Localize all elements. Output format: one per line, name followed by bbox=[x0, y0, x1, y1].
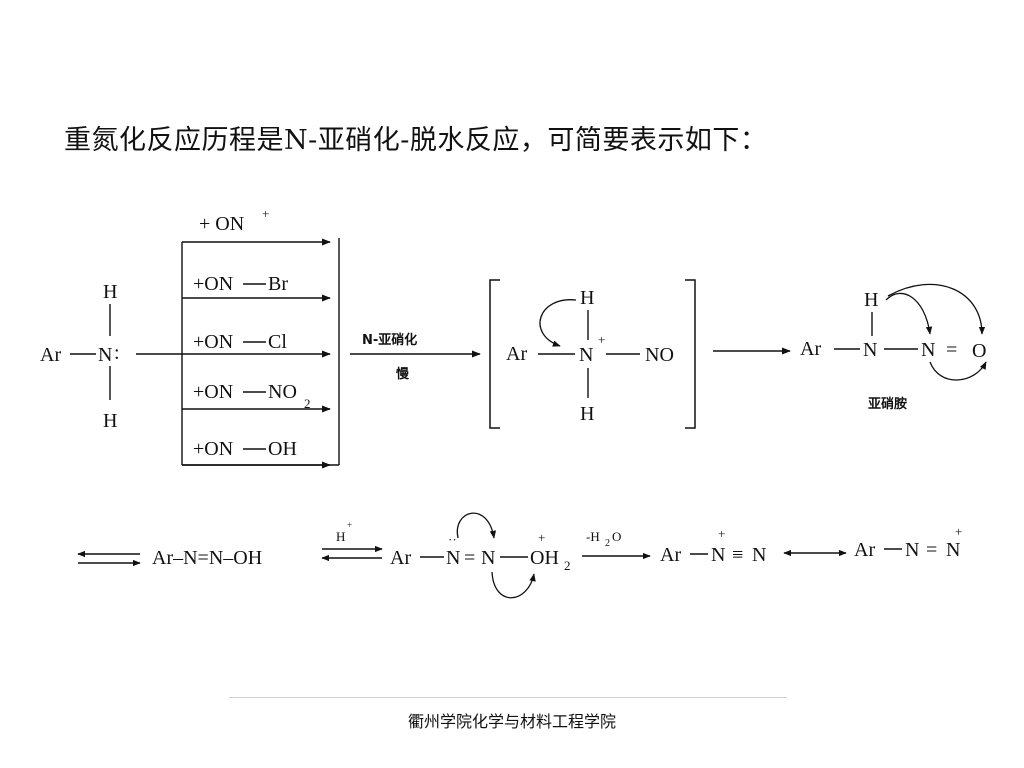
agent-onoh-oh: OH bbox=[268, 438, 297, 460]
diazonium2-charge: + bbox=[955, 524, 962, 539]
agent-onoh-on: +ON bbox=[193, 438, 233, 460]
intermediate-no: NO bbox=[645, 344, 674, 366]
n-nitroso-ammonium-intermediate: Ar N + H H NO bbox=[489, 279, 696, 429]
amine-n: N bbox=[98, 344, 112, 366]
nitrosating-agents-box: + ON + +ON Br +ON Cl +ON NO 2 +ON OH bbox=[181, 206, 340, 469]
diazonium2-n2: N bbox=[946, 539, 960, 561]
protonated-arrow-top bbox=[456, 512, 497, 539]
h-plus-label: H bbox=[336, 529, 345, 544]
agent-oncl-on: +ON bbox=[193, 331, 233, 353]
diazonium-double-bond-form: Ar N = N + bbox=[854, 524, 962, 561]
protonated-sub2: 2 bbox=[564, 558, 571, 573]
nitrosamine-arrow-a bbox=[885, 292, 933, 335]
agent-onno2-no: NO bbox=[268, 381, 297, 403]
diazonium-triple-bond-form: Ar N + ≡ N bbox=[660, 526, 766, 566]
nitrosamine: Ar N H N = O 亚硝胺 bbox=[800, 283, 987, 412]
aromatic-amine: Ar N : H H bbox=[40, 281, 120, 432]
protonated-lone-pair: ·· bbox=[448, 532, 457, 547]
diazonium1-triple-bond: ≡ bbox=[732, 544, 743, 566]
protonated-oh: OH bbox=[530, 547, 559, 569]
protonated-diazohydroxide: Ar N ·· = N OH 2 + bbox=[390, 512, 571, 599]
protonated-n2: N bbox=[481, 547, 495, 569]
protonated-n1: N bbox=[446, 547, 460, 569]
amine-h-bottom: H bbox=[103, 410, 117, 432]
step1-label: N-亚硝化 bbox=[362, 332, 417, 348]
nitrosamine-ar: Ar bbox=[800, 338, 821, 360]
diazonium1-n2: N bbox=[752, 544, 766, 566]
amine-h-top: H bbox=[103, 281, 117, 303]
nitrosamine-o: O bbox=[972, 340, 986, 362]
amine-ar: Ar bbox=[40, 344, 61, 366]
nitrosamine-double-bond: = bbox=[946, 339, 957, 361]
step1-sublabel: 慢 bbox=[396, 366, 410, 382]
right-bracket bbox=[685, 279, 696, 429]
slide-footer: 衢州学院化学与材料工程学院 bbox=[407, 712, 616, 731]
footer-divider bbox=[229, 697, 787, 698]
intermediate-n: N bbox=[579, 344, 593, 366]
intermediate-h-bottom: H bbox=[580, 403, 594, 425]
diazonium1-ar: Ar bbox=[660, 544, 681, 566]
h-plus-charge: + bbox=[347, 520, 352, 530]
nitrosamine-n2: N bbox=[921, 339, 935, 361]
agent-onno2-on: +ON bbox=[193, 381, 233, 403]
intermediate-charge: + bbox=[598, 332, 605, 347]
diazonium1-charge: + bbox=[718, 526, 725, 541]
nitrosamine-h: H bbox=[864, 289, 878, 311]
minus-water-h: -H bbox=[586, 529, 600, 544]
proton-shift-curved-arrow bbox=[539, 299, 577, 347]
protonated-charge: + bbox=[538, 530, 545, 545]
diazonium1-n1: N bbox=[711, 544, 725, 566]
diazohydroxide: Ar–N=N–OH bbox=[152, 547, 262, 569]
nitrosamine-arrow-b bbox=[887, 283, 986, 335]
minus-water-sub: 2 bbox=[605, 538, 610, 549]
reaction-scheme: Ar N : H H + ON + +ON Br +ON Cl +ON NO 2 bbox=[40, 206, 987, 599]
protonated-double-bond: = bbox=[464, 547, 475, 569]
nitrosamine-n1: N bbox=[863, 339, 877, 361]
nitrosamine-arrow-c bbox=[929, 361, 987, 381]
agent-no-plus: + ON bbox=[199, 213, 244, 235]
agent-onbr-br: Br bbox=[268, 273, 288, 295]
left-bracket bbox=[489, 279, 500, 429]
agent-no-plus-charge: + bbox=[262, 206, 269, 221]
slide-title: 重氮化反应历程是N-亚硝化-脱水反应，可简要表示如下： bbox=[64, 125, 768, 156]
protonated-ar: Ar bbox=[390, 547, 411, 569]
intermediate-h-top: H bbox=[580, 287, 594, 309]
nitrosamine-label: 亚硝胺 bbox=[868, 396, 907, 412]
amine-lone-pair: : bbox=[114, 342, 120, 364]
intermediate-ar: Ar bbox=[506, 343, 527, 365]
protonated-arrow-bottom bbox=[491, 571, 536, 599]
agent-oncl-cl: Cl bbox=[268, 331, 287, 353]
agent-onbr-on: +ON bbox=[193, 273, 233, 295]
diazonium2-n1: N bbox=[905, 539, 919, 561]
minus-water-o: O bbox=[612, 529, 621, 544]
diazonium2-ar: Ar bbox=[854, 539, 875, 561]
diazonium2-double-bond: = bbox=[926, 539, 937, 561]
agent-onno2-sub: 2 bbox=[304, 396, 311, 411]
